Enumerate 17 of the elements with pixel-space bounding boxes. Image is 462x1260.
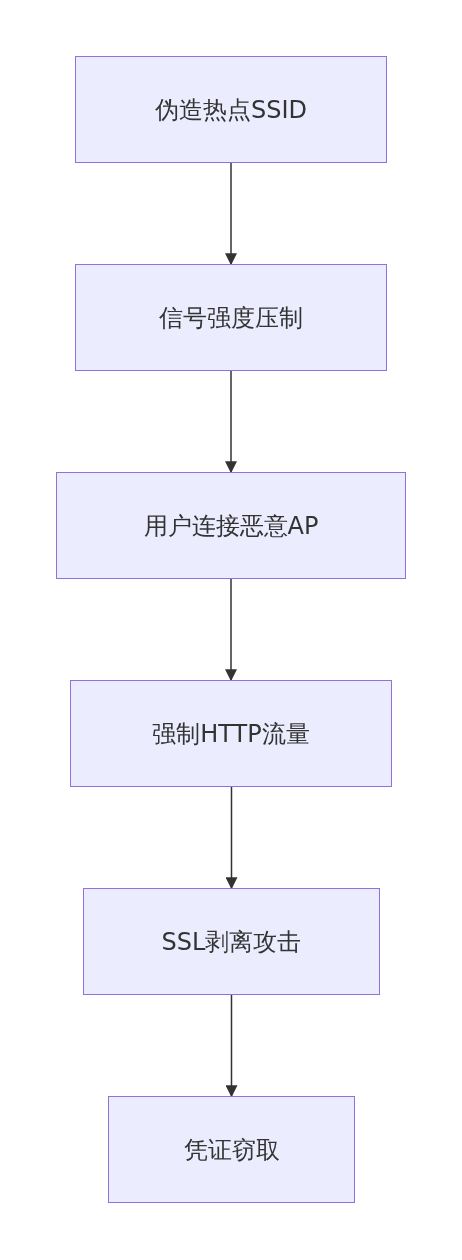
box-label: 强制HTTP流量 bbox=[152, 718, 310, 750]
arrow bbox=[225, 162, 237, 266]
box-label: SSL剥离攻击 bbox=[161, 926, 302, 958]
box-label: 凭证窃取 bbox=[183, 1134, 280, 1166]
process-box bbox=[56, 472, 406, 579]
box-label: 伪造热点SSID bbox=[155, 94, 307, 126]
box-label: 用户连接恶意AP bbox=[143, 510, 319, 542]
process-box bbox=[70, 680, 392, 787]
process-box bbox=[83, 888, 380, 995]
arrow bbox=[225, 578, 237, 682]
process-box bbox=[108, 1096, 355, 1203]
arrow bbox=[225, 786, 238, 890]
process-box bbox=[75, 56, 387, 163]
arrow bbox=[225, 370, 237, 474]
box-label: 信号强度压制 bbox=[159, 302, 303, 334]
process-box bbox=[75, 264, 387, 371]
arrow bbox=[225, 994, 238, 1098]
